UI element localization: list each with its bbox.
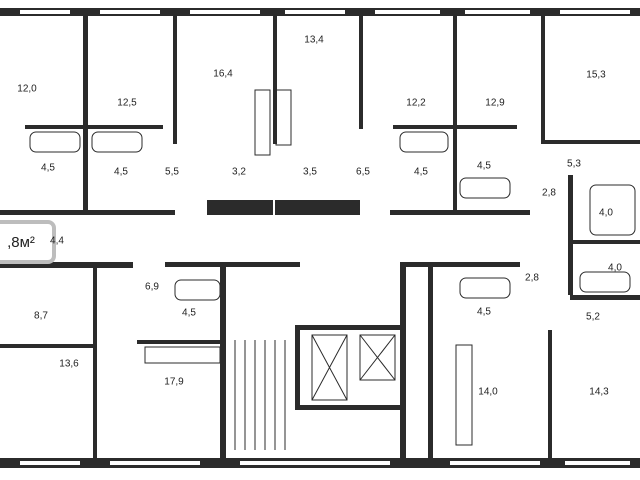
room-label: 16,4 (213, 68, 233, 80)
room-label: 3,5 (303, 166, 317, 178)
room-label: 8,7 (34, 310, 48, 322)
room-label: 4,4 (50, 235, 64, 247)
room-label: 4,5 (477, 160, 491, 172)
room-label: 6,5 (356, 166, 370, 178)
room-label: 13,6 (59, 358, 79, 370)
room-label: 4,5 (182, 307, 196, 319)
room-label: 4,5 (414, 166, 428, 178)
room-label: 12,0 (17, 83, 37, 95)
room-label: 5,2 (586, 311, 600, 323)
room-label: 15,3 (586, 69, 606, 81)
room-label: 4,5 (114, 166, 128, 178)
room-label: 4,5 (477, 306, 491, 318)
room-label: 3,2 (232, 166, 246, 178)
room-label: 6,9 (145, 281, 159, 293)
room-label: 12,5 (117, 97, 137, 109)
room-label: 14,0 (478, 386, 498, 398)
room-label: 5,5 (165, 166, 179, 178)
room-label: 2,8 (525, 272, 539, 284)
area-badge-text: ,8м² (7, 233, 35, 251)
room-label: 4,5 (41, 162, 55, 174)
room-label: 2,8 (542, 187, 556, 199)
room-label: 4,0 (608, 262, 622, 274)
room-label: 5,3 (567, 158, 581, 170)
area-badge[interactable]: ,8м² (0, 220, 56, 264)
room-label: 4,0 (599, 207, 613, 219)
room-label: 14,3 (589, 386, 609, 398)
room-label: 12,9 (485, 97, 505, 109)
room-label: 13,4 (304, 34, 324, 46)
room-label: 12,2 (406, 97, 426, 109)
room-label: 17,9 (164, 376, 184, 388)
